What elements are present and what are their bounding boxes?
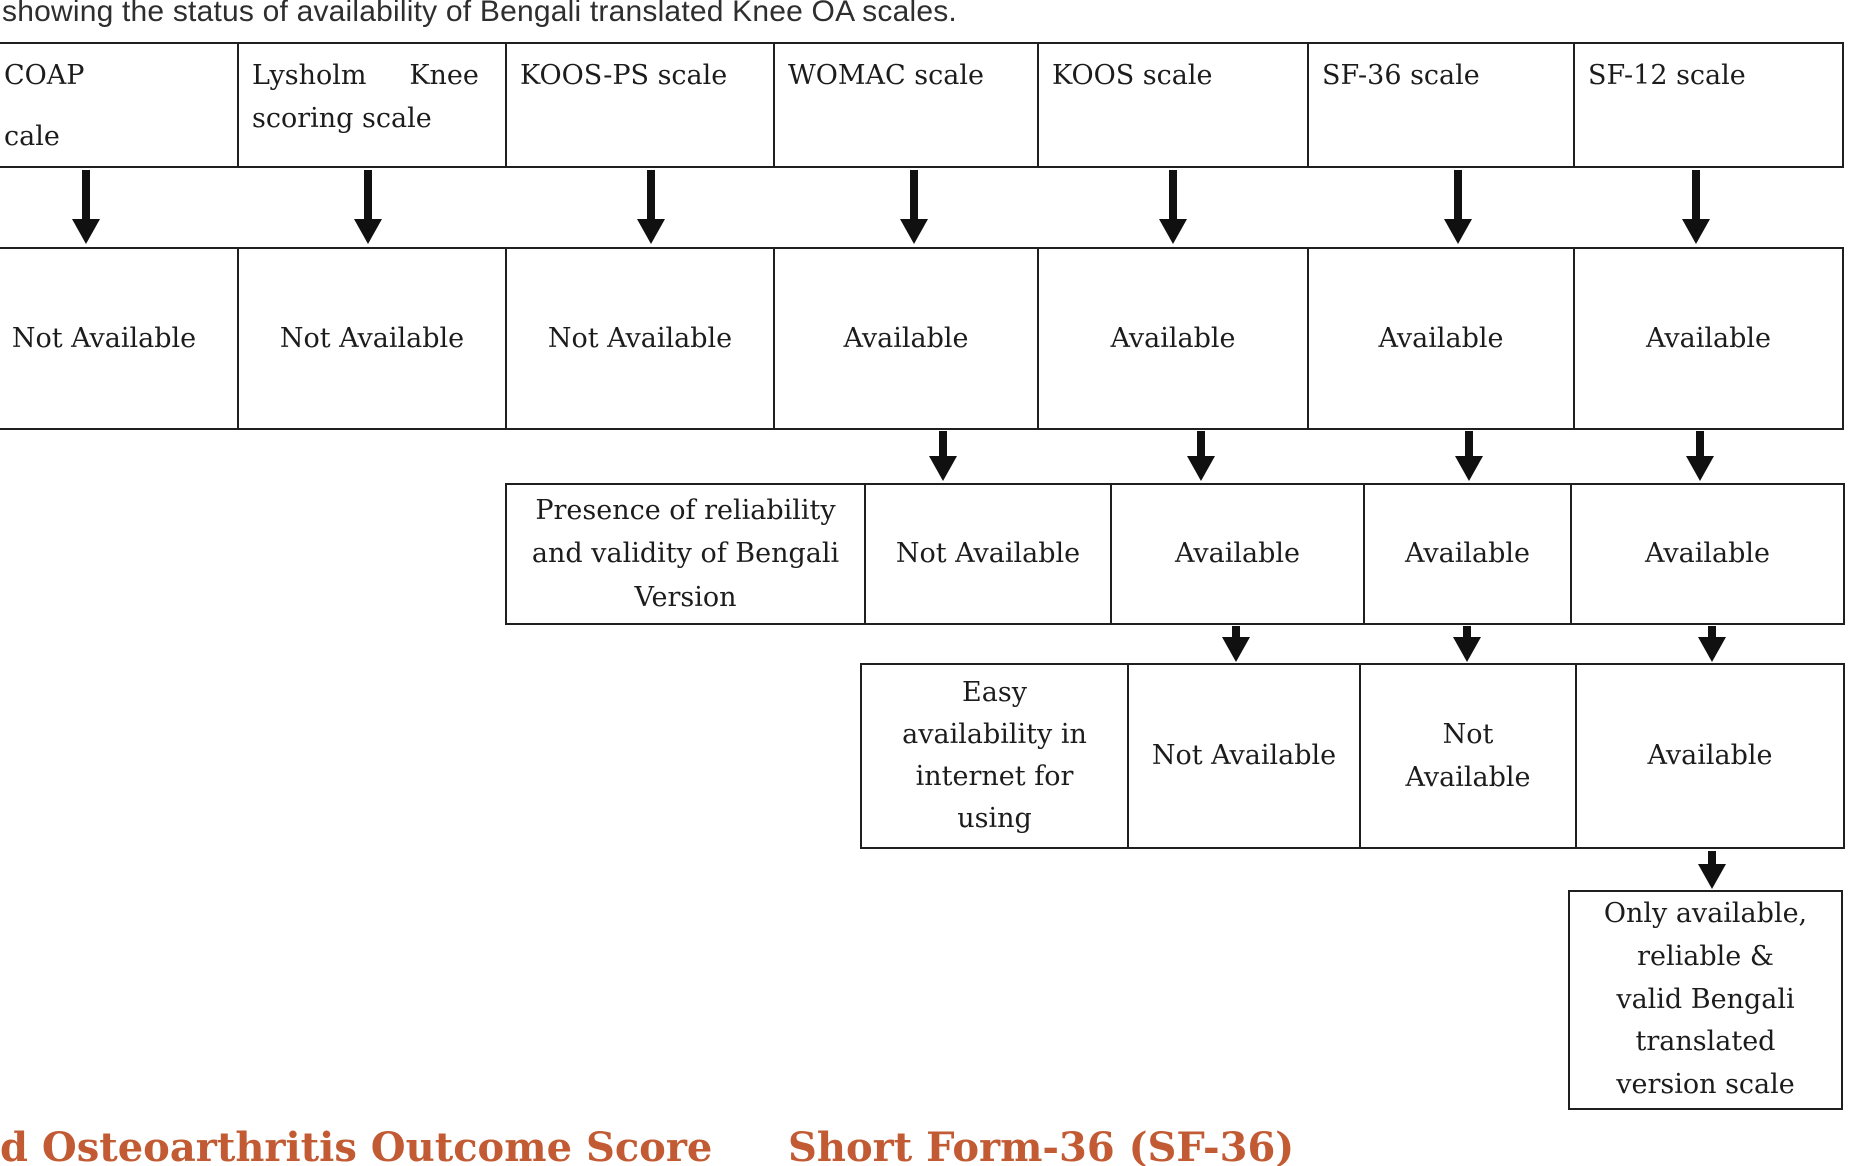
arrow-down-icon <box>900 170 928 244</box>
arrow-down-icon <box>1159 170 1187 244</box>
internet-status-sf12: Available <box>1575 663 1845 849</box>
reliability-status-sf12: Available <box>1570 483 1845 625</box>
translation-status-lysholm: Not Available <box>237 247 507 430</box>
scale-header-lysholm: Lysholm Knee scoring scale <box>237 42 507 168</box>
arrow-down-icon <box>1698 626 1726 662</box>
scale-header-sf12: SF-12 scale <box>1573 42 1844 168</box>
scale-header-koos-ps: KOOS-PS scale <box>505 42 775 168</box>
arrow-down-icon <box>1686 431 1714 481</box>
reliability-status-womac: Not Available <box>864 483 1112 625</box>
arrow-down-icon <box>637 170 665 244</box>
scale-header-womac: WOMAC scale <box>773 42 1039 168</box>
figure-caption-top: showing the status of availability of Be… <box>2 0 957 28</box>
arrow-down-icon <box>354 170 382 244</box>
arrow-down-icon <box>1453 626 1481 662</box>
arrow-down-icon <box>1682 170 1710 244</box>
arrow-down-icon <box>1698 851 1726 889</box>
reliability-status-sf36: Available <box>1363 483 1572 625</box>
arrow-down-icon <box>72 170 100 244</box>
arrow-down-icon <box>1222 626 1250 662</box>
scale-header-koos: KOOS scale <box>1037 42 1309 168</box>
translation-status-koos: Available <box>1037 247 1309 430</box>
internet-status-koos: Not Available <box>1127 663 1361 849</box>
arrow-down-icon <box>1444 170 1472 244</box>
criterion-internet-label: Easy availability in internet for using <box>860 663 1129 849</box>
legend-fragment-right: Short Form-36 (SF-36) <box>788 1124 1295 1166</box>
scale-header-sf36: SF-36 scale <box>1307 42 1575 168</box>
final-result-box: Only available, reliable & valid Bengali… <box>1568 890 1843 1110</box>
translation-status-womac: Available <box>773 247 1039 430</box>
reliability-status-koos: Available <box>1110 483 1365 625</box>
translation-status-koos-ps: Not Available <box>505 247 775 430</box>
arrow-down-icon <box>929 431 957 481</box>
translation-status-icoap: Not Available <box>0 247 239 430</box>
scale-header-icoap: COAP cale <box>0 42 239 168</box>
scale-header-icoap-line2: cale <box>4 121 60 153</box>
criterion-reliability-label: Presence of reliability and validity of … <box>505 483 866 625</box>
translation-status-sf12: Available <box>1573 247 1844 430</box>
internet-status-sf36: Not Available <box>1359 663 1577 849</box>
legend-fragment-left: d Osteoarthritis Outcome Score <box>0 1124 713 1166</box>
translation-status-sf36: Available <box>1307 247 1575 430</box>
arrow-down-icon <box>1187 431 1215 481</box>
arrow-down-icon <box>1455 431 1483 481</box>
scale-header-icoap-line1: COAP <box>4 60 85 91</box>
